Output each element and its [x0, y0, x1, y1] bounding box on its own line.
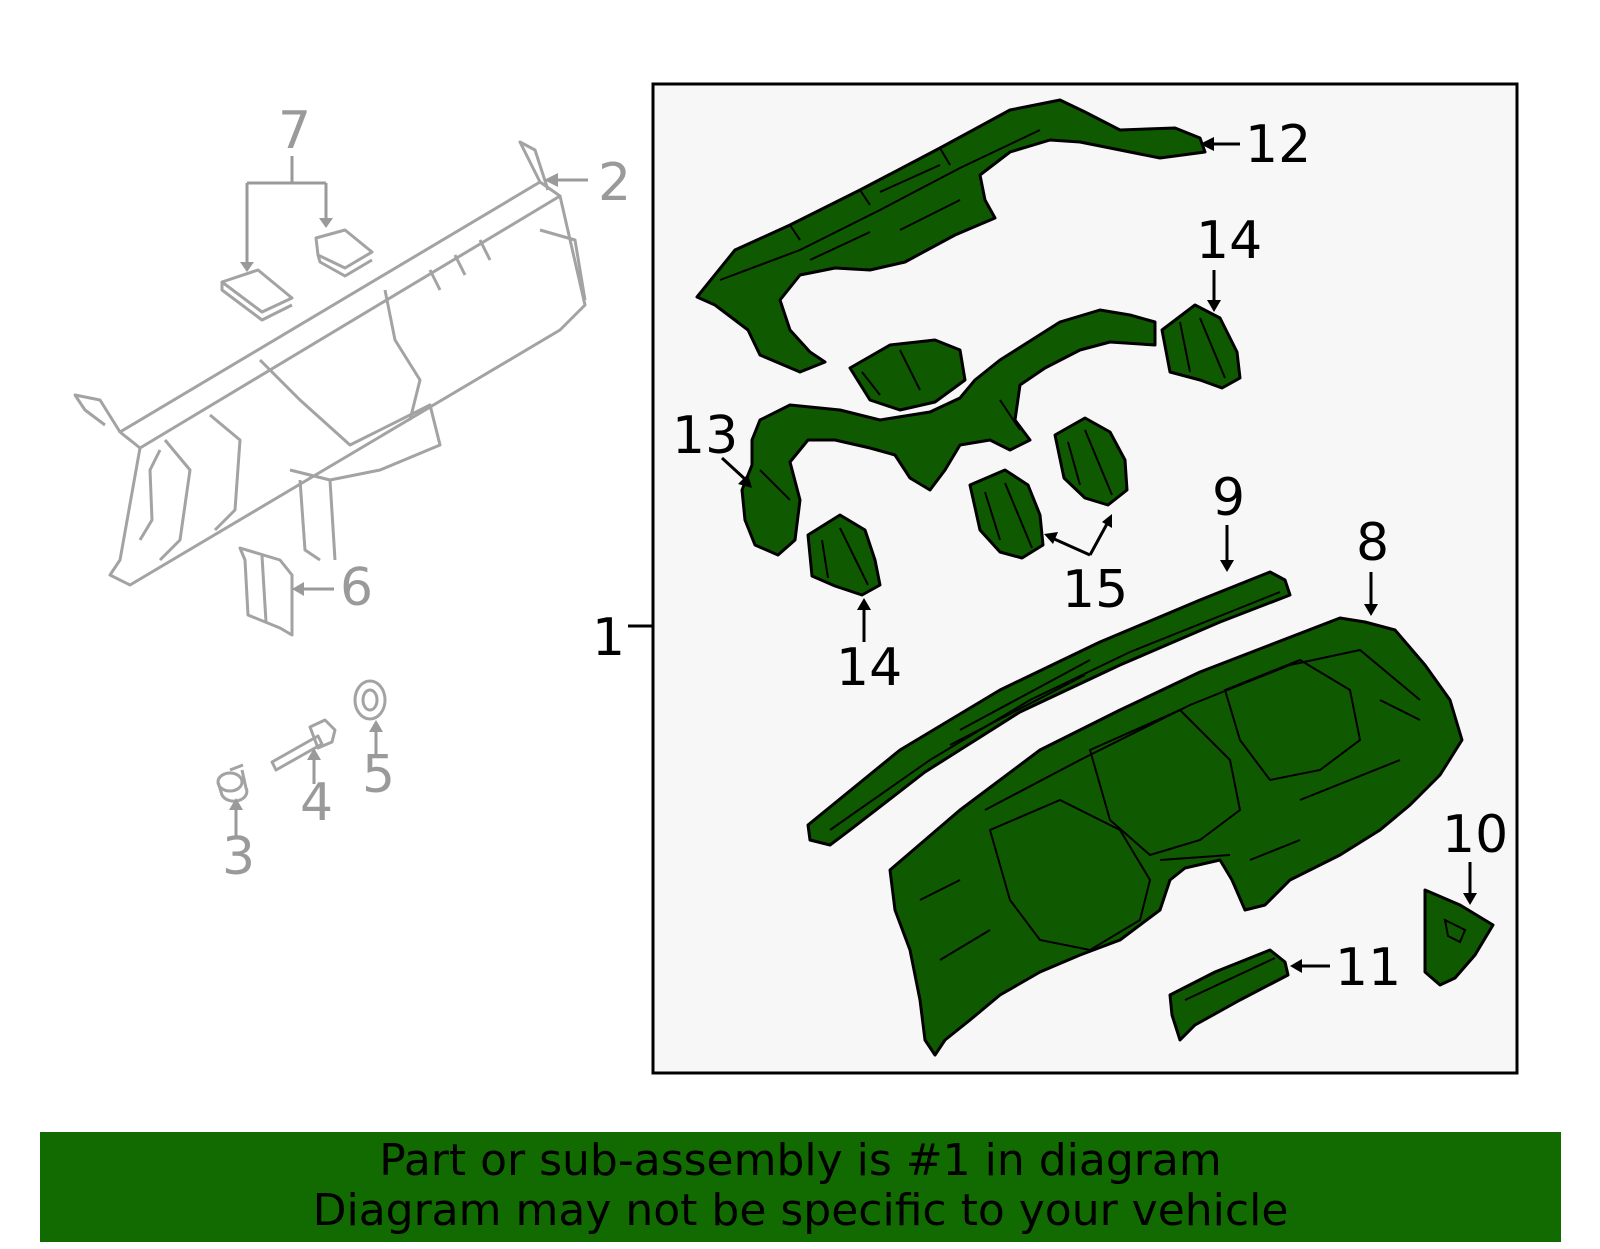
instrument-panel-part-8: [888, 616, 1464, 1057]
brackets-part-7: [220, 228, 374, 322]
spacer-part-3: [216, 763, 249, 803]
callout-10: 10: [1442, 805, 1508, 865]
callout-3: 3: [222, 827, 255, 887]
brace-part-6: [238, 546, 294, 637]
leader-15: [1051, 521, 1110, 557]
callout-2: 2: [598, 153, 631, 213]
vent-left-part-14: [806, 513, 882, 597]
callout-7: 7: [278, 101, 311, 161]
callout-14-left: 14: [836, 638, 902, 698]
callout-5: 5: [362, 745, 395, 805]
defroster-grille-part-9: [806, 570, 1292, 847]
center-duct-part-13: [740, 308, 1157, 557]
leader-7: [245, 156, 328, 266]
callout-15: 15: [1062, 560, 1128, 620]
banner-line-1: Part or sub-assembly is #1 in diagram: [379, 1135, 1222, 1186]
callout-4: 4: [300, 773, 333, 833]
trim-panel-part-11: [1168, 948, 1290, 1042]
vents-part-15: [968, 416, 1129, 560]
callout-12: 12: [1245, 115, 1311, 175]
callout-1: 1: [592, 608, 625, 668]
leader-13: [720, 456, 748, 482]
vent-right-part-14: [1160, 303, 1242, 390]
washer-part-5: [353, 679, 387, 721]
callout-14-right: 14: [1196, 211, 1262, 271]
parts-diagram: 7 2 6 3 4 5: [73, 82, 1519, 1075]
callout-6: 6: [340, 558, 373, 618]
callout-11: 11: [1335, 938, 1401, 998]
callout-13: 13: [672, 406, 738, 466]
callout-9: 9: [1212, 468, 1245, 528]
banner-line-2: Diagram may not be specific to your vehi…: [312, 1185, 1289, 1236]
info-banner: Part or sub-assembly is #1 in diagram Di…: [40, 1132, 1561, 1242]
end-cap-part-10: [1423, 888, 1495, 987]
callout-8: 8: [1356, 513, 1389, 573]
cowl-frame-part-2: [73, 140, 587, 587]
defroster-duct-part-12: [695, 98, 1207, 374]
bolt-part-4: [270, 718, 337, 772]
